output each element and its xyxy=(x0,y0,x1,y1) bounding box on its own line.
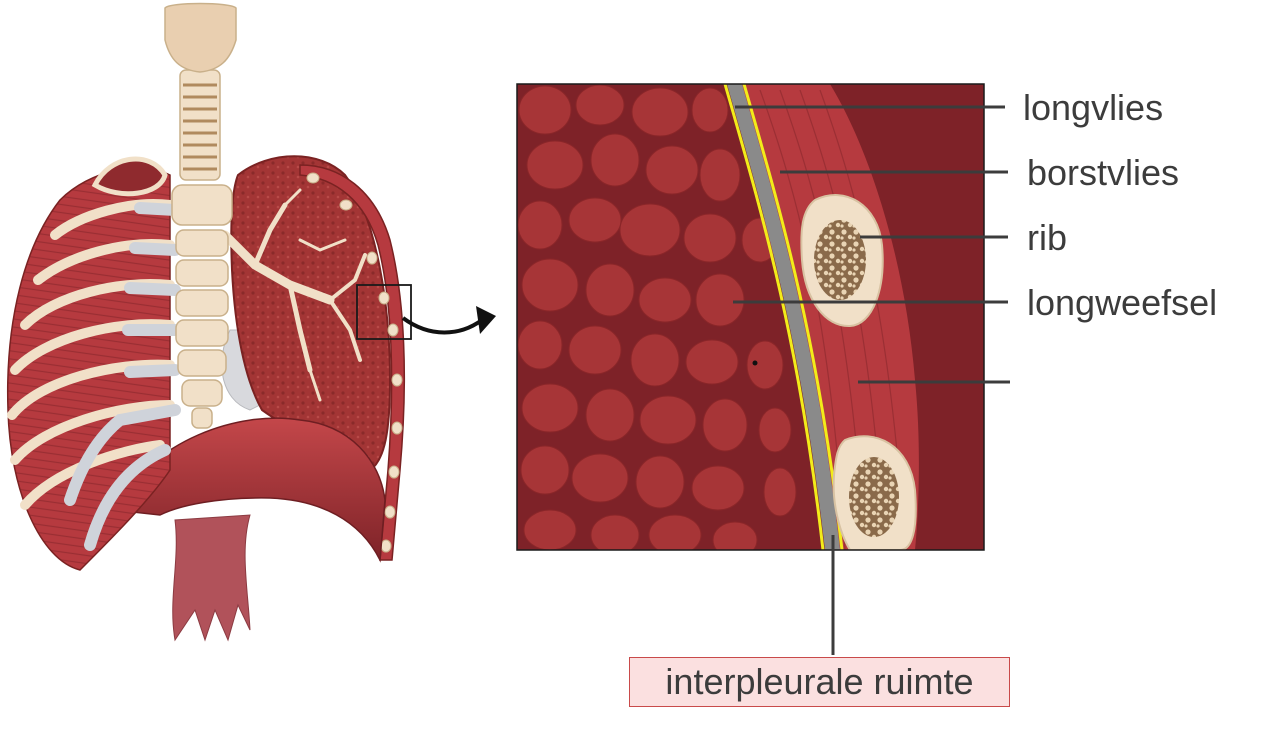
chest-wall-right xyxy=(299,164,406,561)
trachea xyxy=(164,2,237,181)
leader-lines xyxy=(733,105,1010,655)
alveoli xyxy=(517,84,797,550)
vertebral-column xyxy=(171,184,233,429)
larynx xyxy=(164,2,237,73)
parietal-pleura-line xyxy=(742,84,844,550)
lung-apex-cut xyxy=(91,156,168,197)
label-longvlies: longvlies xyxy=(1023,87,1164,128)
rib-cross-section-upper xyxy=(800,194,884,328)
zoom-arrow xyxy=(401,306,496,335)
label-longweefsel: longweefsel xyxy=(1027,282,1218,323)
bronchial-tree xyxy=(220,188,367,402)
label-interpleurale-ruimte: interpleurale ruimte xyxy=(629,657,1010,707)
rib-cross-sections-small xyxy=(306,172,403,553)
visceral-pleura-line xyxy=(723,84,825,550)
diaphragm-crura xyxy=(172,514,251,642)
magnified-detail xyxy=(516,83,985,551)
label-borstvlies: borstvlies xyxy=(1027,152,1180,193)
diaphragm xyxy=(113,417,386,563)
thorax-illustration xyxy=(6,2,412,642)
pleura-gray-band xyxy=(727,84,840,550)
rib-cross-section-lower xyxy=(832,435,917,550)
zoom-indicator-box xyxy=(356,284,412,340)
label-rib: rib xyxy=(1027,217,1068,258)
left-ribcage xyxy=(6,156,181,571)
zoom-frame xyxy=(516,83,985,551)
